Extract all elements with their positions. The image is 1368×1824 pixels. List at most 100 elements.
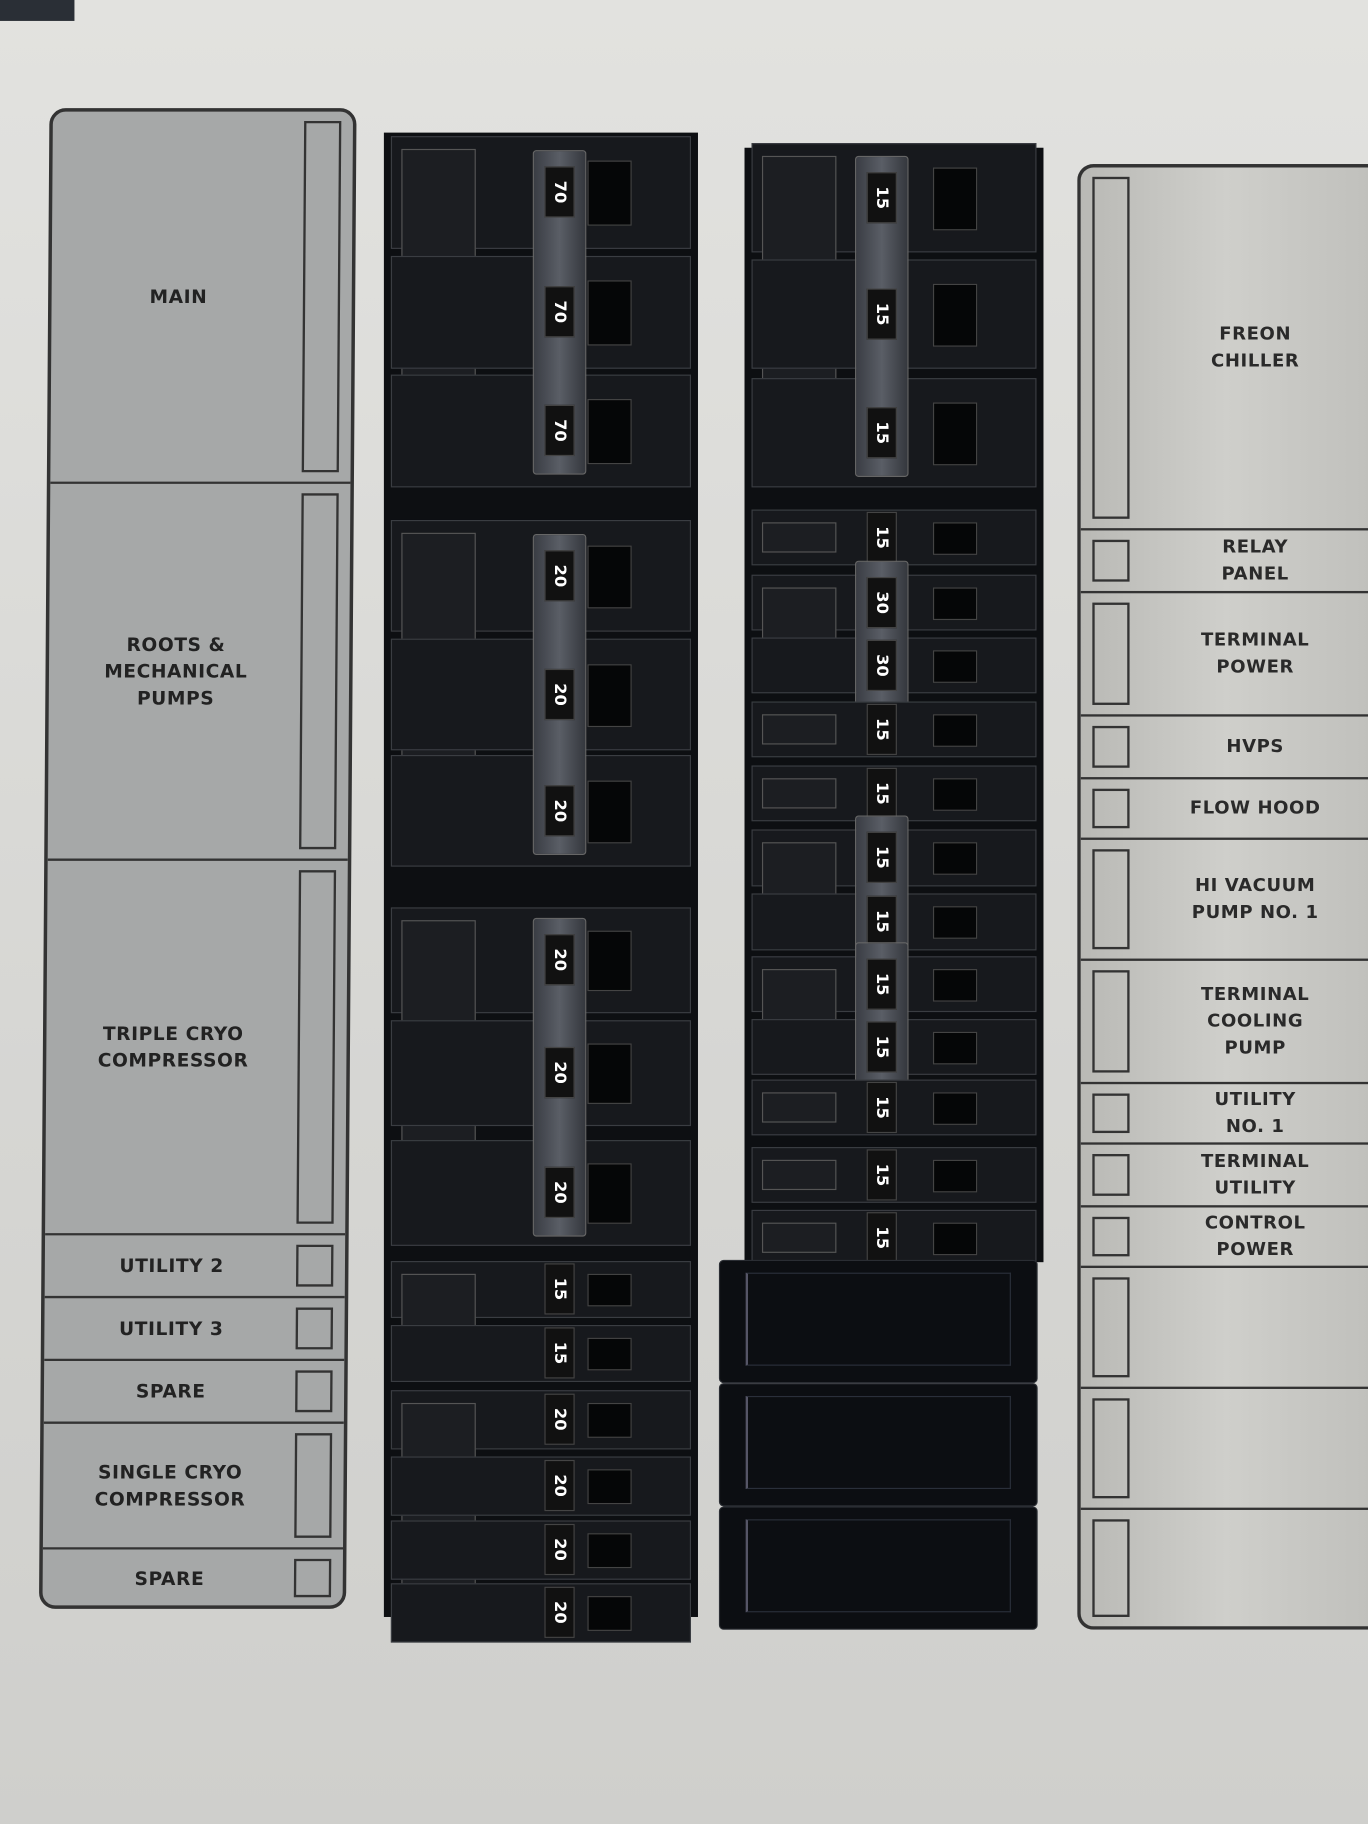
circuit-label: MAIN	[149, 285, 208, 308]
breaker-window	[587, 1163, 632, 1224]
circuit-number-box	[1092, 788, 1130, 829]
circuit-number-box	[1092, 725, 1130, 768]
breaker-pole	[751, 765, 1037, 822]
circuit-label-row: TERMINAL POWER	[1080, 593, 1368, 717]
breaker-rating: 15	[550, 1277, 569, 1301]
circuit-label-row: HVPS	[1080, 717, 1368, 780]
breaker-handle[interactable]: 15	[866, 831, 897, 883]
breaker-pole	[390, 1389, 692, 1636]
breaker-handle[interactable]: 20	[544, 934, 575, 986]
breaker-handle[interactable]: 15	[866, 511, 897, 564]
breaker-rating: 15	[872, 1163, 892, 1187]
breaker-handle[interactable]: 15	[866, 1081, 897, 1134]
circuit-label-row: TERMINAL COOLING PUMP	[1080, 961, 1368, 1085]
breaker-handle[interactable]: 20	[544, 668, 575, 721]
breaker-window	[587, 1273, 632, 1307]
breaker-window	[587, 1533, 632, 1568]
breaker-window	[932, 1222, 978, 1256]
breaker-handle[interactable]: 30	[866, 639, 897, 692]
circuit-number-box	[296, 870, 337, 1224]
breaker-window	[587, 1596, 632, 1631]
left-breaker-column: 70 70 70 20 20 20 20 20 20 15 15 20 20 20 20	[383, 132, 698, 1642]
circuit-number-box	[1092, 1519, 1130, 1617]
breaker-window	[587, 160, 632, 226]
breaker-handle[interactable]: 70	[544, 166, 575, 218]
circuit-number-box	[295, 1307, 334, 1350]
circuit-label-row: CONTROL POWER	[1080, 1208, 1368, 1268]
circuit-number-box	[295, 1244, 334, 1287]
circuit-label-row: FREON CHILLER	[1080, 168, 1368, 531]
breaker-handle[interactable]: 15	[866, 1149, 897, 1201]
circuit-label-row: SINGLE CRYO COMPRESSOR	[42, 1423, 344, 1550]
circuit-label-row: SPARE	[43, 1361, 345, 1424]
breaker-handle[interactable]: 15	[544, 1263, 575, 1315]
breaker-window	[932, 906, 978, 939]
breaker-handle[interactable]: 20	[544, 1046, 575, 1099]
circuit-label: TRIPLE CRYO COMPRESSOR	[97, 1022, 249, 1072]
circuit-label: TERMINAL COOLING PUMP	[1201, 983, 1310, 1059]
breaker-handle[interactable]: 20	[544, 1459, 575, 1512]
breaker-handle[interactable]: 15	[866, 288, 897, 340]
circuit-number-box	[294, 1433, 333, 1538]
breaker-rating: 15	[872, 782, 892, 805]
circuit-number-box	[1092, 602, 1130, 705]
breaker-handle[interactable]: 20	[544, 785, 575, 837]
circuit-number-box	[1092, 970, 1130, 1073]
circuit-label-row: TERMINAL UTILITY	[1080, 1145, 1368, 1208]
right-breaker-column: 15 15 15 15 30 30 15 15 15 15 15 15 15 15 15	[744, 143, 1044, 1266]
breaker-window	[932, 402, 978, 466]
circuit-number-box	[1092, 1216, 1130, 1257]
blank-filler-plate	[718, 1506, 1038, 1630]
breaker-handle[interactable]: 70	[544, 286, 575, 338]
breaker-rating-plate	[761, 778, 837, 809]
breaker-handle[interactable]: 15	[866, 703, 897, 755]
breaker-rating: 15	[550, 1341, 569, 1365]
breaker-handle[interactable]: 30	[866, 576, 897, 629]
breaker-rating: 70	[550, 180, 569, 204]
circuit-number-box	[293, 1558, 332, 1598]
breaker-rating: 15	[872, 1226, 892, 1250]
breaker-window	[587, 280, 632, 346]
circuit-number-box	[301, 120, 342, 473]
breaker-window	[932, 284, 978, 347]
breaker-handle[interactable]: 15	[866, 407, 897, 459]
circuit-label-row: RELAY PANEL	[1080, 530, 1368, 594]
breaker-window	[587, 545, 632, 609]
panel-corner	[0, 0, 75, 21]
breaker-rating-plate	[761, 522, 837, 553]
circuit-number-box	[1092, 1153, 1130, 1196]
breaker-rating: 15	[872, 910, 892, 933]
breaker-rating: 15	[872, 718, 892, 741]
breaker-rating: 15	[872, 526, 892, 549]
breaker-rating: 20	[550, 1601, 569, 1624]
breaker-handle[interactable]: 15	[866, 1212, 897, 1264]
breaker-handle[interactable]: 20	[544, 1393, 575, 1445]
breaker-handle[interactable]: 20	[544, 550, 575, 602]
breaker-window	[932, 1092, 978, 1125]
breaker-rating: 15	[872, 186, 892, 210]
breaker-handle[interactable]: 15	[544, 1327, 575, 1379]
breaker-window	[932, 1159, 978, 1193]
breaker-window	[932, 714, 978, 747]
breaker-handle[interactable]: 15	[866, 767, 897, 819]
breaker-handle[interactable]: 20	[544, 1523, 575, 1576]
breaker-window	[932, 1031, 978, 1065]
breaker-handle[interactable]: 15	[866, 1021, 897, 1073]
breaker-handle[interactable]: 20	[544, 1586, 575, 1638]
breaker-rating: 20	[550, 948, 569, 972]
breaker-rating: 20	[550, 683, 569, 706]
breaker-window	[932, 587, 978, 620]
breaker-handle[interactable]: 15	[866, 172, 897, 224]
circuit-label: TERMINAL UTILITY	[1201, 1150, 1310, 1199]
blank-filler-plate	[718, 1259, 1038, 1384]
breaker-handle[interactable]: 20	[544, 1166, 575, 1218]
breaker-handle[interactable]: 15	[866, 958, 897, 1010]
circuit-number-box	[295, 1370, 333, 1413]
breaker-handle[interactable]: 70	[544, 404, 575, 457]
breaker-pole	[390, 1519, 692, 1580]
breaker-rating: 20	[550, 564, 569, 588]
circuit-number-box	[1092, 849, 1130, 950]
breaker-pole	[751, 378, 1037, 488]
circuit-label-row: MAIN	[50, 111, 354, 484]
breaker-handle[interactable]: 15	[866, 895, 897, 947]
